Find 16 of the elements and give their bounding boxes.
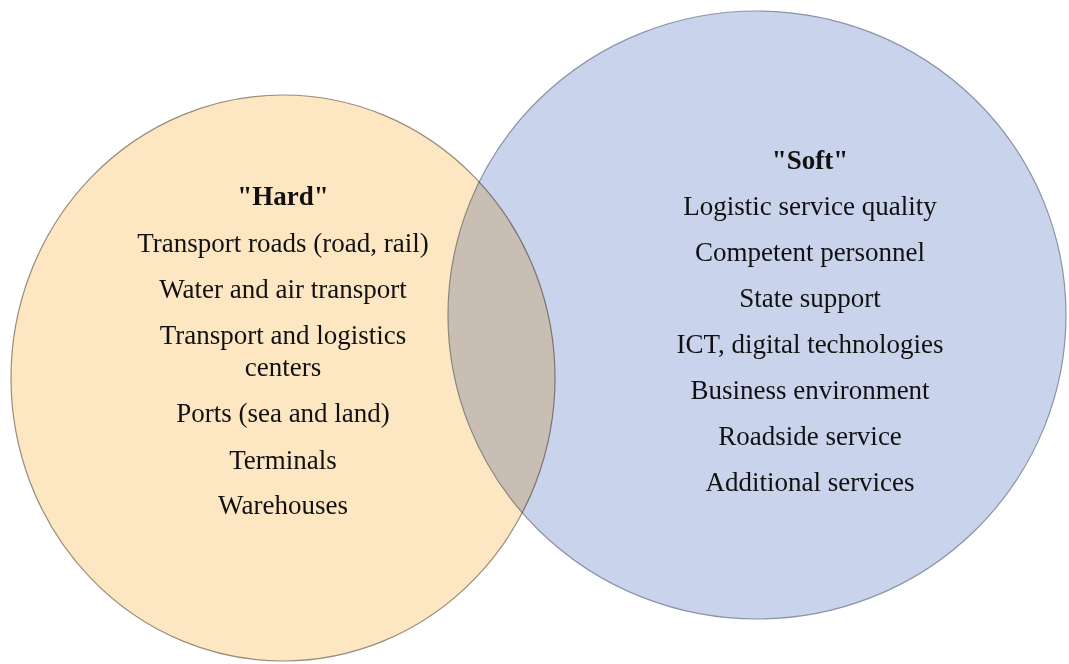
list-item: Competent personnel [694,236,926,268]
list-item: Transport roads (road, rail) [137,227,429,259]
list-item: Warehouses [218,489,348,521]
list-item: Water and air transport [159,273,407,305]
set-heading: "Soft" [771,144,849,176]
set-heading: "Hard" [237,180,329,212]
list-item: Business environment [690,374,930,406]
list-item: Transport and logistics centers [158,319,408,383]
list-item: ICT, digital technologies [676,328,944,360]
list-item: Ports (sea and land) [176,397,390,429]
list-item: State support [739,282,881,314]
list-item: Additional services [705,466,915,498]
list-item: Logistic service quality [683,190,937,222]
venn-circle [447,10,1067,620]
list-item: Terminals [229,444,337,476]
list-item: Roadside service [718,420,902,452]
